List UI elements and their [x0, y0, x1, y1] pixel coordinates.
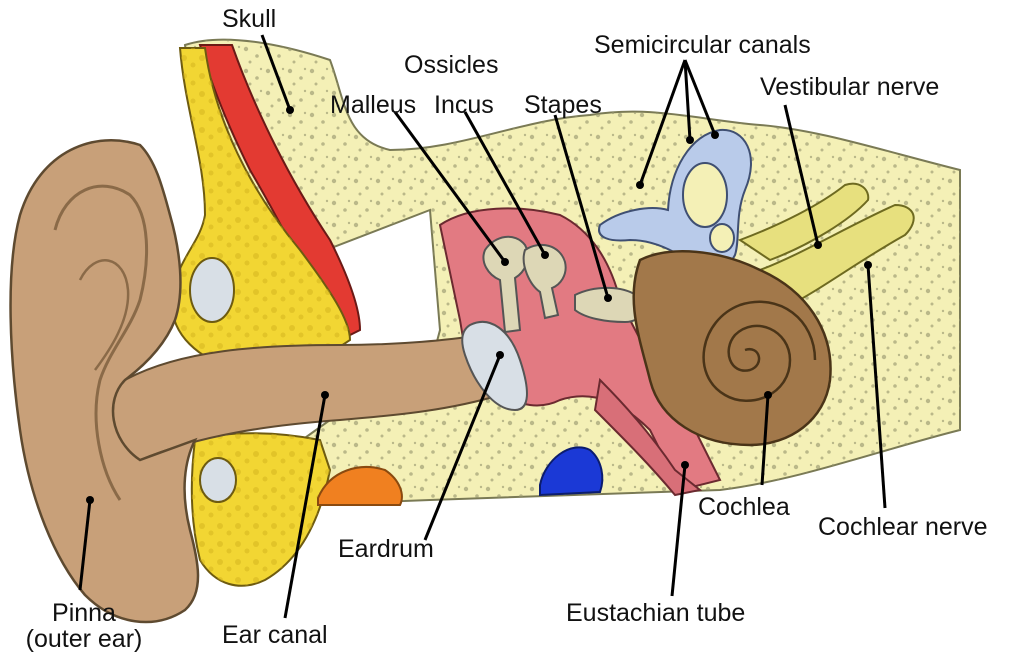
pinna-shape — [9, 139, 200, 624]
label-cochlea: Cochlea — [698, 493, 790, 521]
label-stapes: Stapes — [524, 91, 602, 119]
label-cochlear-nerve: Cochlear nerve — [818, 513, 988, 541]
label-ear-canal: Ear canal — [222, 621, 328, 649]
cochlea-spiral — [702, 300, 817, 403]
cochlea-shape — [632, 250, 832, 447]
lower-cartilage-hole — [199, 457, 237, 503]
pointer-tips — [86, 106, 872, 504]
label-vestibular-nerve: Vestibular nerve — [760, 73, 940, 101]
label-eardrum: Eardrum — [338, 535, 434, 563]
canal-loop-1 — [682, 162, 728, 228]
malleus-shape — [482, 235, 529, 334]
label-pinna-line1: Pinna — [52, 599, 116, 627]
label-incus: Incus — [434, 91, 494, 119]
label-ossicles: Ossicles — [404, 51, 499, 79]
label-pinna: Pinna (outer ear) — [4, 600, 164, 653]
label-pinna-line2: (outer ear) — [25, 625, 143, 654]
pinna-helix — [53, 184, 148, 501]
jugular-vein — [539, 446, 604, 497]
pointer-lines — [78, 34, 887, 619]
vestibular-nerve-shape — [737, 182, 870, 262]
lower-cartilage-texture — [191, 433, 330, 586]
label-skull: Skull — [222, 5, 277, 33]
upper-cartilage-hole — [189, 257, 235, 323]
label-malleus: Malleus — [330, 91, 417, 119]
label-eustachian-tube: Eustachian tube — [566, 599, 746, 627]
parotid-gland — [317, 466, 403, 506]
incus-shape — [522, 243, 567, 320]
label-semicircular-canals: Semicircular canals — [594, 31, 811, 59]
eustachian-tube-shape — [593, 377, 703, 497]
canal-loop-2 — [709, 223, 735, 253]
pinna-concha — [78, 259, 130, 371]
